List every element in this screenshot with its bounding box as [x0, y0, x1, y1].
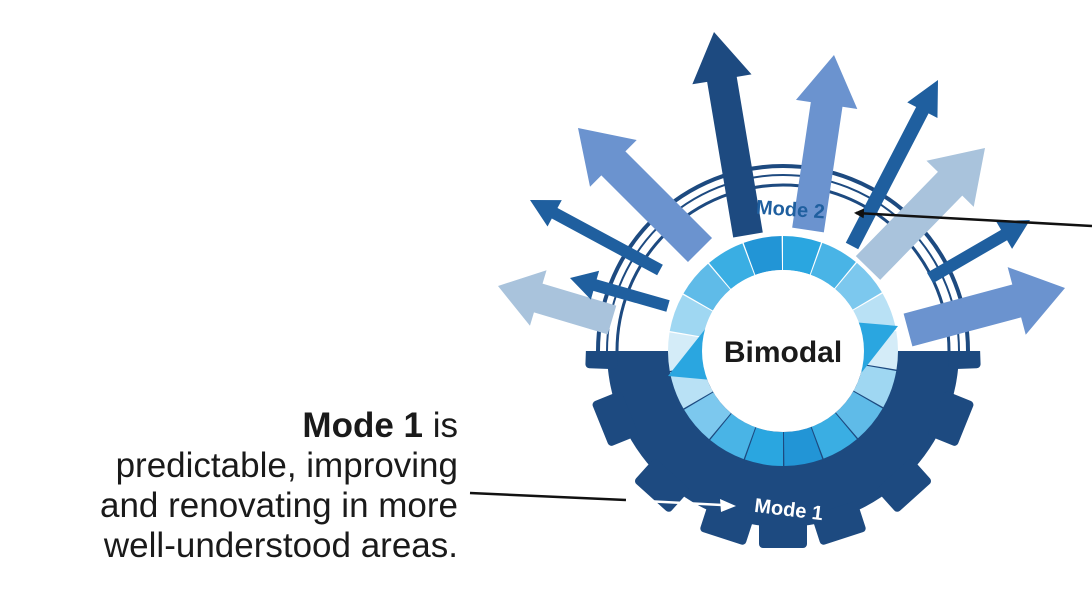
gear-tooth [634, 459, 689, 512]
ring-segment [709, 243, 755, 289]
caption-line-2: predictable, improving [115, 446, 458, 485]
outer-ring-lines [596, 164, 970, 351]
radiating-arrow [845, 80, 938, 250]
ring-segment [683, 263, 731, 311]
caption-rest: is [423, 406, 458, 445]
caption-line-3: and renovating in more [100, 486, 458, 525]
gear-tooth [812, 501, 866, 545]
caption-line-4: well-understood areas. [103, 526, 458, 565]
mode2-pointer [854, 208, 1092, 228]
caption-bold: Mode 1 [302, 406, 423, 445]
mode2-arrows [498, 32, 1065, 347]
center-label: Bimodal [724, 336, 842, 369]
ring-segment [744, 427, 783, 466]
radiating-arrow [498, 270, 617, 335]
radiating-arrow [692, 32, 763, 238]
gear-tooth [947, 351, 981, 370]
ring-segment [835, 391, 883, 439]
arrow-icon [720, 499, 736, 512]
ring-segment [810, 242, 856, 289]
gear-tooth [700, 501, 754, 545]
radiating-arrow [926, 220, 1030, 284]
gear-tooth [585, 351, 619, 370]
radiating-arrow [578, 128, 713, 263]
radiating-arrow [530, 200, 663, 276]
ring-segment [743, 236, 783, 275]
radiating-arrow [855, 148, 985, 280]
center-disc [702, 270, 864, 432]
radiating-arrow [570, 270, 670, 312]
ring-segment [783, 427, 823, 466]
ring-segment [710, 413, 756, 460]
ring-segment [835, 262, 882, 310]
mode2-label: Mode 2 [755, 197, 825, 224]
caption-line-1: Mode 1 is [100, 406, 458, 446]
ring-segment [669, 294, 713, 337]
ring-arrowhead [668, 328, 712, 380]
radiating-arrow [903, 267, 1065, 347]
ring-segment [783, 236, 822, 275]
ring-segment [811, 413, 857, 459]
mode1-pointer [469, 491, 736, 512]
ring-segment [853, 365, 897, 408]
gear-tooth [592, 391, 638, 446]
gear-tooth [877, 459, 932, 512]
radiating-arrow [792, 55, 858, 233]
ring-segment [684, 392, 731, 440]
gear-tooth [759, 516, 807, 548]
gear-tooth [928, 391, 974, 446]
mode1-caption: Mode 1 is predictable, improving and ren… [100, 406, 458, 566]
segmented-ring [668, 236, 898, 466]
